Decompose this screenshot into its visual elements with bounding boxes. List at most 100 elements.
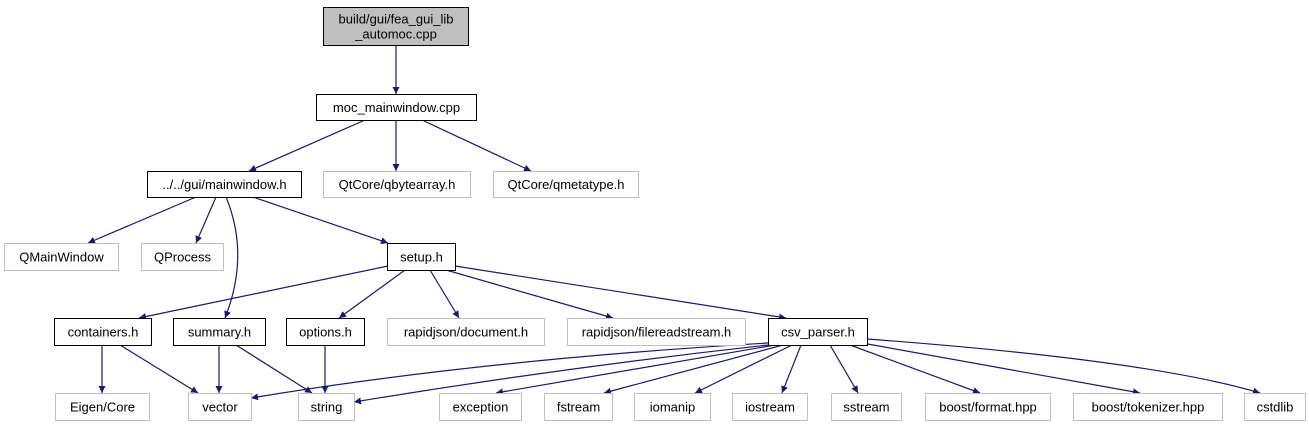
node-label: vector xyxy=(202,400,238,415)
node-box xyxy=(286,318,365,346)
node-iostream: iostream xyxy=(732,393,808,421)
node-containers-h[interactable]: containers.h xyxy=(54,318,152,346)
node-box xyxy=(298,393,355,421)
node-rj-document: rapidjson/document.h xyxy=(387,318,545,346)
node-vector: vector xyxy=(188,393,252,421)
node-box xyxy=(1073,393,1223,421)
node-exception: exception xyxy=(439,393,522,421)
node-boost-format: boost/format.hpp xyxy=(925,393,1051,421)
node-box xyxy=(831,393,902,421)
node-box xyxy=(544,393,613,421)
node-moc-mainwindow[interactable]: moc_mainwindow.cpp xyxy=(316,94,477,121)
edge-mainwindow_h-to-qprocess xyxy=(195,196,217,244)
node-label: exception xyxy=(453,400,509,415)
edge-moc_mainwindow-to-qmetatype xyxy=(421,119,532,172)
node-label: moc_mainwindow.cpp xyxy=(333,100,460,115)
node-sstream: sstream xyxy=(831,393,902,421)
node-box xyxy=(387,318,545,346)
node-qbytearray: QtCore/qbytearray.h xyxy=(323,171,471,198)
node-label: summary.h xyxy=(188,325,251,340)
node-label: cstdlib xyxy=(1257,400,1294,415)
node-box xyxy=(4,243,119,271)
edge-csv_parser_h-to-iostream xyxy=(781,344,802,394)
node-csv-parser-h[interactable]: csv_parser.h xyxy=(768,318,868,346)
node-box xyxy=(439,393,522,421)
edge-csv_parser_h-to-exception xyxy=(495,344,776,396)
edge-csv_parser_h-to-cstdlib xyxy=(866,338,1261,395)
node-label: ../../gui/mainwindow.h xyxy=(162,177,286,192)
edge-setup_h-to-csv_parser_h xyxy=(454,265,787,321)
node-label: rapidjson/document.h xyxy=(404,325,528,340)
node-label: iomanip xyxy=(650,400,696,415)
node-mainwindow-h[interactable]: ../../gui/mainwindow.h xyxy=(147,171,302,198)
node-label: rapidjson/filereadstream.h xyxy=(582,325,732,340)
node-box xyxy=(55,393,150,421)
node-label: QProcess xyxy=(154,250,212,265)
node-label: options.h xyxy=(299,325,352,340)
node-box xyxy=(768,318,868,346)
node-box xyxy=(316,94,477,121)
node-root[interactable]: build/gui/fea_gui_lib_automoc.cpp xyxy=(323,7,469,46)
node-label: sstream xyxy=(843,400,889,415)
node-label: QMainWindow xyxy=(19,250,104,265)
edge-csv_parser_h-to-fstream xyxy=(603,344,784,395)
node-label: fstream xyxy=(557,400,600,415)
node-box xyxy=(173,318,266,346)
edge-setup_h-to-rj_document xyxy=(429,269,460,319)
node-box xyxy=(323,171,471,198)
node-label: QtCore/qmetatype.h xyxy=(507,177,624,192)
node-label: QtCore/qbytearray.h xyxy=(339,177,456,192)
node-summary-h[interactable]: summary.h xyxy=(173,318,266,346)
edge-setup_h-to-containers_h xyxy=(138,265,389,320)
edge-containers_h-to-vector xyxy=(119,344,199,394)
node-rj-filereadstream: rapidjson/filereadstream.h xyxy=(567,318,746,346)
node-box xyxy=(925,393,1051,421)
node-options-h[interactable]: options.h xyxy=(286,318,365,346)
node-box xyxy=(567,318,746,346)
edge-csv_parser_h-to-iomanip xyxy=(694,344,793,394)
node-box xyxy=(54,318,152,346)
node-box xyxy=(1244,393,1306,421)
edge-moc_mainwindow-to-mainwindow_h xyxy=(248,119,366,172)
node-box xyxy=(141,243,224,271)
node-label: containers.h xyxy=(68,325,139,340)
edge-csv_parser_h-to-sstream xyxy=(829,344,859,394)
node-qmainwindow: QMainWindow xyxy=(4,243,119,271)
node-label: string xyxy=(311,400,343,415)
node-box xyxy=(387,243,456,271)
node-box xyxy=(323,7,469,46)
node-eigen-core: Eigen/Core xyxy=(55,393,150,421)
node-label: build/gui/fea_gui_lib xyxy=(339,12,454,27)
edge-mainwindow_h-to-qmainwindow xyxy=(87,196,197,244)
edge-setup_h-to-options_h xyxy=(338,269,406,319)
node-box xyxy=(732,393,808,421)
node-box xyxy=(147,171,302,198)
node-box xyxy=(493,171,639,198)
node-iomanip: iomanip xyxy=(634,393,711,421)
edge-mainwindow_h-to-setup_h xyxy=(252,196,389,245)
edge-mainwindow_h-to-summary_h xyxy=(224,196,239,319)
node-label: boost/tokenizer.hpp xyxy=(1092,400,1205,415)
node-string: string xyxy=(298,393,355,421)
edge-csv_parser_h-to-string xyxy=(353,344,769,405)
node-label: Eigen/Core xyxy=(70,400,135,415)
node-qprocess: QProcess xyxy=(141,243,224,271)
node-label: setup.h xyxy=(400,250,443,265)
node-label: boost/format.hpp xyxy=(939,400,1037,415)
node-label: csv_parser.h xyxy=(781,325,855,340)
node-box xyxy=(188,393,252,421)
edge-csv_parser_h-to-boost_tokenizer xyxy=(861,342,1141,396)
node-setup-h[interactable]: setup.h xyxy=(387,243,456,271)
edges-layer xyxy=(87,45,1261,405)
node-boost-tokenizer: boost/tokenizer.hpp xyxy=(1073,393,1223,421)
node-label: iostream xyxy=(745,400,795,415)
node-cstdlib: cstdlib xyxy=(1244,393,1306,421)
node-qmetatype: QtCore/qmetatype.h xyxy=(493,171,639,198)
node-label: _automoc.cpp xyxy=(354,27,437,42)
node-box xyxy=(634,393,711,421)
edge-csv_parser_h-to-boost_format xyxy=(849,344,981,394)
node-fstream: fstream xyxy=(544,393,613,421)
edge-csv_parser_h-to-vector xyxy=(250,342,769,401)
edge-summary_h-to-string xyxy=(235,344,313,394)
